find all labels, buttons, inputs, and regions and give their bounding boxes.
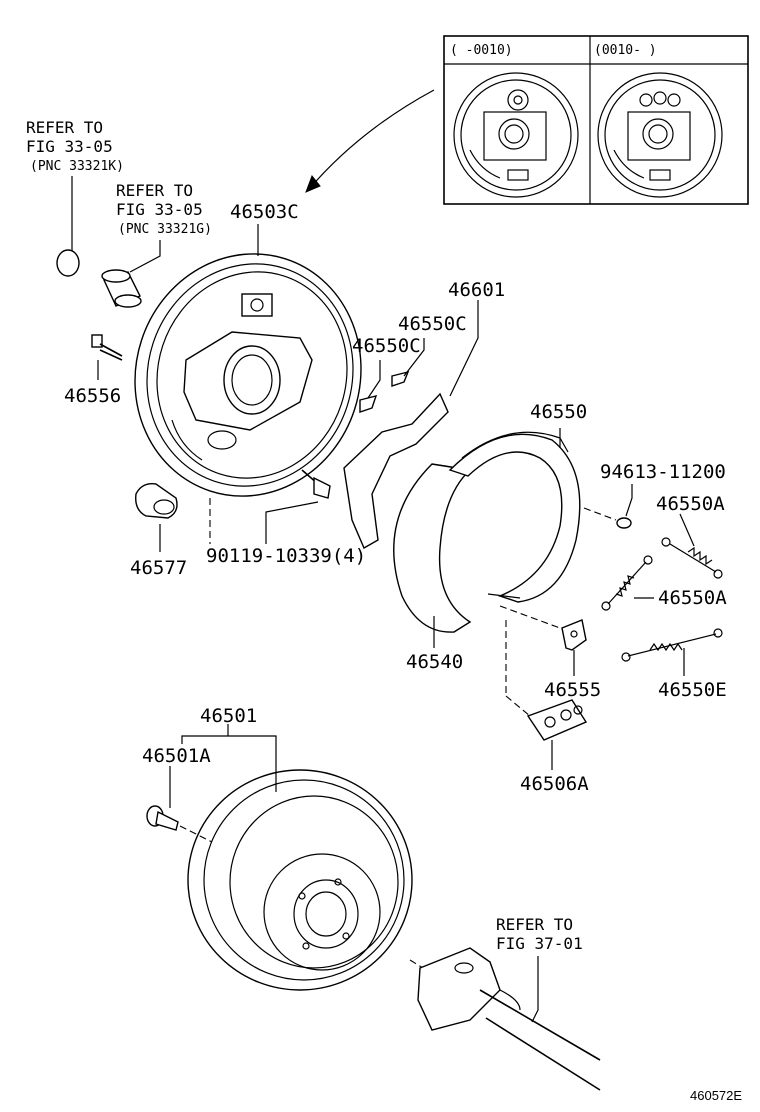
label-46550C-right: 46550C	[398, 313, 467, 335]
brake-shoe-46540	[393, 463, 472, 633]
label-94613: 94613-11200	[600, 461, 726, 483]
bolt-90119	[301, 469, 331, 499]
label-46503C: 46503C	[230, 201, 299, 223]
label-90119: 90119-10339(4)	[206, 545, 366, 567]
washer-94613	[616, 517, 632, 529]
svg-text:REFER TO: REFER TO	[496, 915, 573, 934]
inset-backing-plate-early	[453, 72, 579, 198]
inset-panel: ( -0010) (0010- )	[443, 35, 749, 205]
label-46556: 46556	[64, 385, 121, 407]
refer-fig-33-05-g: REFER TO FIG 33-05 (PNC 33321G)	[116, 181, 212, 237]
brake-shoe-46550	[448, 431, 581, 603]
bolt-46556	[91, 334, 123, 361]
spring-46550A-lower	[601, 555, 653, 611]
refer-fig-37-01: REFER TO FIG 37-01	[496, 915, 583, 953]
label-46601: 46601	[448, 279, 505, 301]
spring-46550E	[621, 628, 723, 662]
spring-46550A-upper	[661, 537, 723, 579]
label-46506A: 46506A	[520, 773, 589, 795]
label-46550: 46550	[530, 401, 587, 423]
refer-fig-33-05-k: REFER TO FIG 33-05 (PNC 33321K)	[26, 118, 124, 174]
inset-pointer-arrow	[309, 89, 435, 189]
svg-text:(PNC 33321G): (PNC 33321G)	[118, 222, 212, 237]
figure-id: 460572E	[690, 1088, 742, 1103]
svg-text:(PNC 33321K): (PNC 33321K)	[30, 159, 124, 174]
rear-axle	[417, 947, 601, 1091]
inset-backing-plate-late	[597, 72, 723, 198]
svg-text:REFER TO: REFER TO	[116, 181, 193, 200]
wheel-cylinder-46506A	[526, 699, 588, 741]
label-46550E: 46550E	[658, 679, 727, 701]
label-46550A-upper: 46550A	[656, 493, 725, 515]
clip-46550C-left	[359, 395, 378, 413]
label-46550A-lower: 46550A	[658, 587, 727, 609]
plug-46577	[135, 483, 178, 519]
label-46501: 46501	[200, 705, 257, 727]
svg-text:REFER TO: REFER TO	[26, 118, 103, 137]
svg-text:FIG 33-05: FIG 33-05	[26, 137, 113, 156]
strut-plate-46601	[343, 392, 449, 549]
bushing-33321g	[101, 269, 142, 308]
adjuster-46555	[561, 619, 587, 651]
label-46501A: 46501A	[142, 745, 211, 767]
o-ring-33321k	[56, 249, 80, 277]
label-46550C-left: 46550C	[352, 335, 421, 357]
label-46577: 46577	[130, 557, 187, 579]
inset-label-early: ( -0010)	[450, 43, 513, 58]
svg-text:FIG 33-05: FIG 33-05	[116, 200, 203, 219]
stud-46501A	[146, 805, 179, 831]
label-46540: 46540	[406, 651, 463, 673]
brake-drum-46501	[187, 769, 413, 991]
svg-text:FIG 37-01: FIG 37-01	[496, 934, 583, 953]
backing-plate	[134, 253, 362, 497]
inset-label-late: (0010- )	[594, 43, 657, 58]
label-46555: 46555	[544, 679, 601, 701]
